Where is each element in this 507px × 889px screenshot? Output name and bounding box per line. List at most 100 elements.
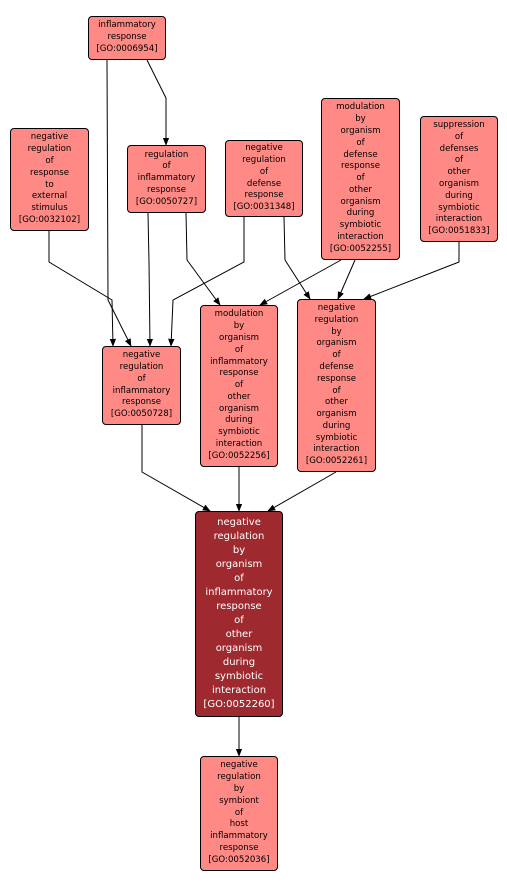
node-label-line: other (325, 397, 348, 408)
node-label-line: of (45, 155, 54, 166)
node-label-line: [GO:0052261] (305, 456, 368, 467)
node-label-line: response (29, 167, 70, 178)
node-label-line: other (349, 184, 372, 195)
node-label-line: regulation (217, 772, 261, 783)
node-label-line: negative (122, 350, 161, 361)
node-label-line: [GO:0052036] (208, 854, 270, 865)
node-label-line: stimulus (31, 203, 68, 214)
node-label-line: negative (220, 760, 258, 771)
node-label-line: organism (438, 179, 480, 189)
node-label-line: symbiont (219, 795, 259, 806)
node-label-line: other (227, 391, 251, 402)
node-inflammatory-response[interactable]: inflammatory response [GO:0006954] (88, 16, 166, 60)
node-label-line: interaction (313, 444, 360, 455)
node-label-line: negative (317, 302, 356, 313)
node-label-line: during (225, 415, 253, 426)
edge-arrow (168, 217, 245, 347)
edge-arrow (146, 212, 154, 347)
node-label-line: response (216, 601, 262, 612)
node-label-line: response (244, 190, 284, 201)
node-label-line: organism (218, 332, 260, 343)
node-label-line: symbiotic (339, 220, 382, 231)
node-negative-regulation-by-organism-of-inflammatory-response[interactable]: negative regulation by organism of infla… (195, 511, 283, 717)
node-label-line: by (232, 545, 246, 556)
edge-arrow (283, 216, 311, 300)
edge-arrow (146, 59, 170, 146)
node-label-line: during (445, 190, 473, 201)
node-label-line: [GO:0050727] (135, 196, 198, 207)
node-label-line: [GO:0032102] (18, 214, 81, 225)
node-label-line: during (222, 657, 256, 668)
node-label-line: regulation (213, 531, 265, 542)
node-negative-regulation-of-defense-response[interactable]: negative regulation of defense response … (225, 140, 303, 217)
node-label-line: response (316, 373, 357, 384)
node-label-line: of (234, 615, 244, 626)
node-label-line: defenses (439, 143, 479, 154)
node-modulation-by-organism-of-inflammatory-response[interactable]: modulation by organism of inflammatory r… (200, 305, 278, 467)
node-label-line: symbiotic (315, 432, 358, 443)
node-label-line: organism (215, 559, 263, 570)
node-label-line: defense (343, 149, 378, 160)
node-label-line: of (137, 373, 146, 384)
node-label-line: [GO:0050728] (110, 409, 173, 420)
node-label-line: [GO:0031348] (233, 202, 295, 213)
node-label-line: by (233, 784, 245, 794)
node-label-line: organism (340, 196, 381, 207)
node-label-line: [GO:0052256] (208, 450, 270, 461)
edge-arrow (259, 259, 342, 306)
node-label-line: of (234, 380, 244, 391)
node-negative-regulation-of-inflammatory-response[interactable]: negative regulation of inflammatory resp… (102, 346, 181, 425)
node-negative-regulation-by-organism-of-defense-response[interactable]: negative regulation by organism of defen… (297, 299, 376, 472)
node-label-line: response (107, 32, 147, 43)
node-label-line: negative (245, 143, 283, 154)
node-suppression-of-defenses-of-other-organism[interactable]: suppression of defenses of other organis… (420, 116, 498, 242)
node-label-line: regulation (119, 361, 164, 372)
node-label-line: of (162, 161, 171, 172)
node-label-line: during (322, 420, 351, 431)
node-label-line: of (356, 137, 365, 148)
node-label-line: [GO:0006954] (96, 43, 158, 54)
node-label-line: regulation (144, 149, 189, 160)
node-label-line: regulation (27, 144, 72, 155)
node-label-line: inflammatory (210, 831, 268, 842)
node-label-line: response (121, 397, 162, 408)
node-label-line: inflammatory (137, 173, 196, 184)
node-negative-regulation-by-symbiont-of-host-inflammatory-response[interactable]: negative regulation by symbiont of host … (200, 756, 278, 871)
node-label-line: regulation (314, 314, 359, 325)
edge-arrow (337, 259, 356, 300)
node-label-line: organism (316, 338, 357, 349)
node-label-line: defense (246, 178, 282, 189)
node-negative-regulation-of-response-to-external-stimulus[interactable]: negative regulation of response to exter… (10, 128, 89, 231)
edge-arrow (363, 242, 460, 300)
node-label-line: organism (316, 409, 357, 420)
node-regulation-of-inflammatory-response[interactable]: regulation of inflammatory response [GO:… (127, 145, 206, 213)
node-label-line: defense (319, 361, 354, 372)
node-label-line: response (219, 842, 259, 853)
node-label-line: suppression (433, 120, 485, 131)
edge-arrow (141, 425, 211, 512)
node-label-line: response (340, 161, 381, 172)
node-label-line: modulation (214, 309, 264, 320)
node-label-line: external (31, 191, 68, 202)
node-label-line: regulation (242, 154, 286, 165)
node-label-line: by (355, 114, 366, 125)
edge-arrow (267, 471, 337, 512)
node-label-line: other (225, 629, 253, 640)
edge-arrow (185, 212, 221, 306)
node-label-line: interaction (337, 232, 384, 243)
node-label-line: host (229, 819, 249, 830)
edge-arrow (48, 231, 117, 347)
node-label-line: response (146, 184, 187, 195)
node-label-line: organism (340, 125, 381, 136)
node-label-line: negative (30, 132, 69, 143)
node-label-line: of (332, 385, 341, 396)
node-label-line: of (356, 173, 365, 184)
node-label-line: of (234, 344, 244, 355)
node-label-line: of (454, 131, 464, 142)
node-label-line: of (454, 155, 464, 166)
node-label-line: of (234, 807, 244, 818)
node-label-line: inflammatory (210, 356, 268, 367)
edge-arrow (106, 59, 132, 347)
node-modulation-by-organism-of-defense-response[interactable]: modulation by organism of defense respon… (321, 98, 400, 260)
